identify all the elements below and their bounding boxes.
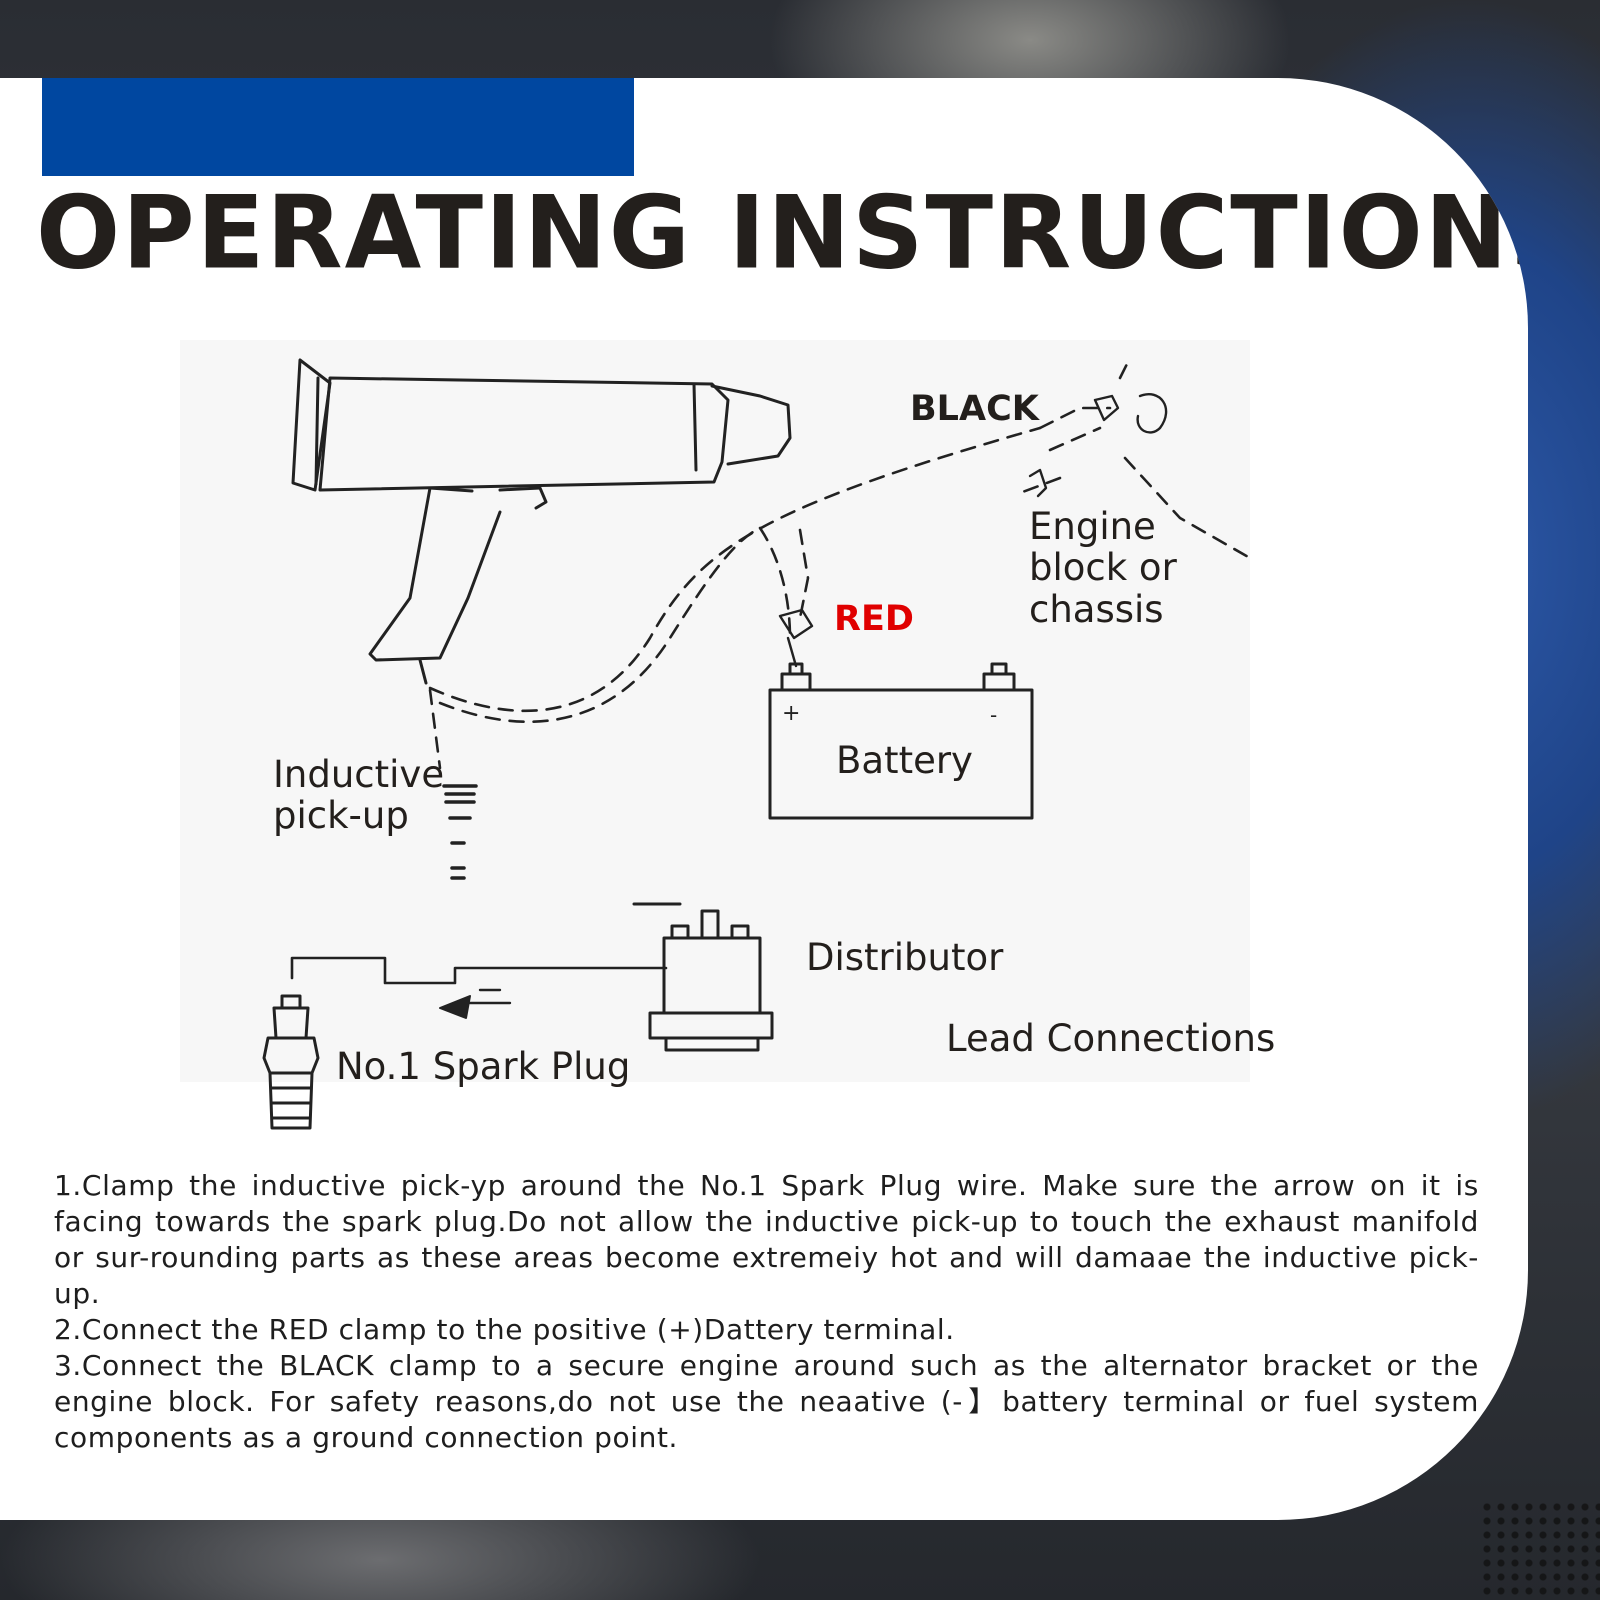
instruction-step: 2.Connect the RED clamp to the positive … [54, 1313, 955, 1346]
page-title: OPERATING INSTRUCTIONS [36, 174, 1528, 293]
label-black: BLACK [910, 389, 1039, 429]
label-battery: Battery [836, 739, 973, 782]
instructions-text: 1.Clamp the inductive pick-yp around the… [54, 1168, 1479, 1456]
red-clamp-icon [778, 608, 814, 668]
label-spark-plug: No.1 Spark Plug [336, 1045, 631, 1088]
pickup-clip-marks [468, 988, 512, 1005]
label-inductive-pickup: Inductive pick-up [273, 753, 445, 838]
label-red: RED [834, 599, 914, 639]
label-lead-connections: Lead Connections [946, 1017, 1276, 1060]
label-engine-block: Engine block or chassis [1029, 505, 1177, 631]
instruction-step: 3.Connect the BLACK clamp to a secure en… [54, 1349, 1479, 1454]
instruction-step: 1.Clamp the inductive pick-yp around the… [54, 1169, 1479, 1310]
inductive-pickup-icon [442, 784, 478, 880]
wiring-diagram: + - [262, 356, 1252, 1130]
grille-texture [1480, 1500, 1600, 1600]
battery-icon [768, 662, 1034, 820]
accent-bar [42, 78, 634, 176]
arrow-icon [439, 995, 471, 1019]
battery-plus-sign: + [782, 701, 800, 726]
spark-plug-wire [290, 956, 668, 985]
battery-minus-sign: - [990, 703, 997, 727]
black-clamp-icon [1028, 393, 1168, 498]
spark-plug-icon [262, 994, 320, 1130]
distributor-icon [632, 902, 774, 1052]
instruction-card: OPERATING INSTRUCTIONS [0, 78, 1528, 1520]
timing-light-icon [291, 358, 792, 685]
label-distributor: Distributor [806, 936, 1004, 979]
dashed-leads [428, 356, 1252, 770]
